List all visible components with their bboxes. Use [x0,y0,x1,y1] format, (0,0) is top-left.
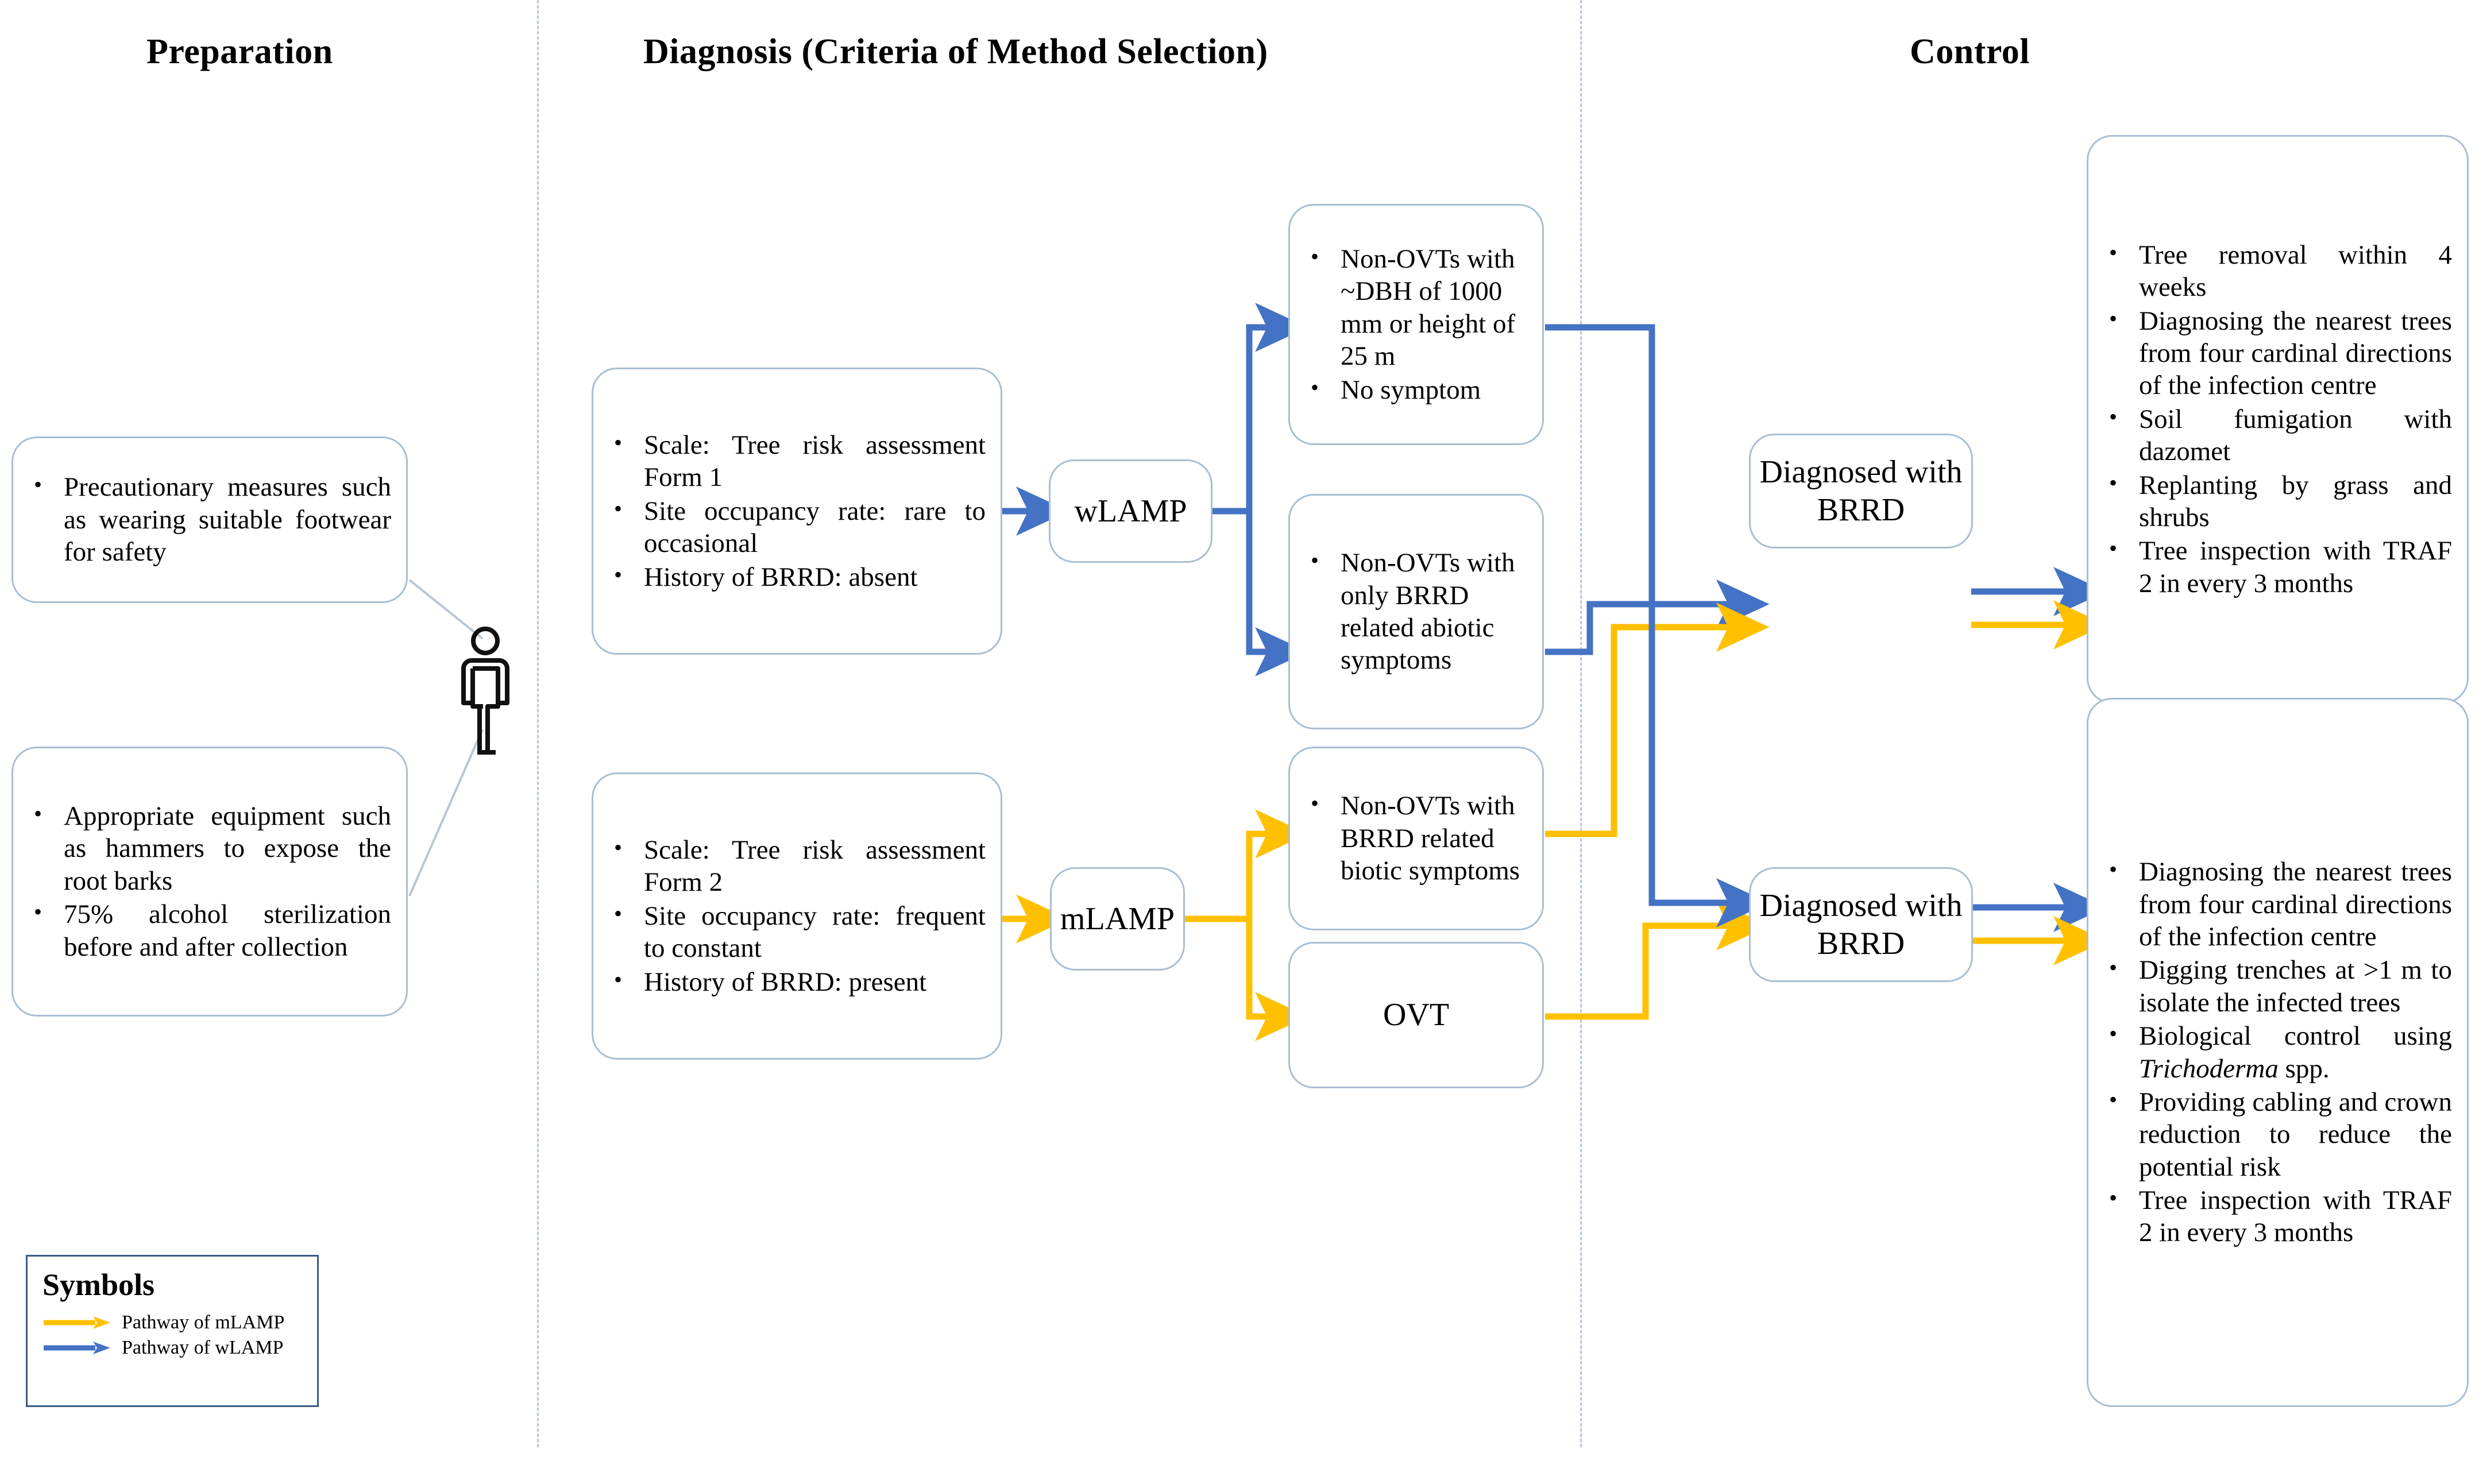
list-item: Digging trenches at >1 m to isolate the … [2106,953,2452,1019]
legend-wlamp: Pathway of wLAMP [43,1337,304,1359]
list-item: Appropriate equipment such as hammers to… [30,799,391,897]
divider-preparation-diagnosis [537,0,539,1447]
ovt-label: OVT [1383,997,1450,1033]
list-item: Scale: Tree risk assessment Form 2 [611,833,986,899]
list-item: Non-OVTs with only BRRD related abiotic … [1307,546,1527,677]
criteria-wlamp-box: Scale: Tree risk assessment Form 1 Site … [592,368,1002,655]
legend-box: Symbols Pathway of mLAMP Pathway of wLAM… [26,1255,319,1407]
wlamp-label: wLAMP [1074,493,1187,529]
equipment-box: Appropriate equipment such as hammers to… [11,747,408,1017]
list-item: Biological control using Trichoderma spp… [2106,1019,2452,1085]
list-item: Scale: Tree risk assessment Form 1 [611,428,986,494]
list-item: Diagnosing the nearest trees from four c… [2106,855,2452,953]
legend-wlamp-label: Pathway of wLAMP [122,1337,284,1358]
control-actions-lower-list: Diagnosing the nearest trees from four c… [2088,855,2467,1249]
non-ovt-biotic-list: Non-OVTs with BRRD related biotic sympto… [1290,789,1542,887]
list-item: Non-OVTs with ~DBH of 1000 mm or height … [1307,242,1527,373]
non-ovt-dbh-box: Non-OVTs with ~DBH of 1000 mm or height … [1288,204,1544,445]
list-item: Non-OVTs with BRRD related biotic sympto… [1307,789,1527,887]
list-item: Replanting by grass and shrubs [2106,468,2452,534]
diagnosed-upper-label: Diagnosed with BRRD [1759,454,1963,528]
legend-title: Symbols [43,1267,155,1302]
criteria-mlamp-list: Scale: Tree risk assessment Form 2 Site … [593,833,1001,998]
list-item: Tree inspection with TRAF 2 in every 3 m… [2106,1183,2452,1249]
list-item: Tree inspection with TRAF 2 in every 3 m… [2106,534,2452,600]
list-item: Site occupancy rate: frequent to constan… [611,899,986,965]
list-item: 75% alcohol sterilization before and aft… [30,897,391,963]
criteria-mlamp-box: Scale: Tree risk assessment Form 2 Site … [592,772,1002,1060]
legend-mlamp-label: Pathway of mLAMP [122,1312,285,1333]
criteria-wlamp-list: Scale: Tree risk assessment Form 1 Site … [593,428,1001,593]
list-item: Providing cabling and crown reduction to… [2106,1085,2452,1183]
mlamp-label: mLAMP [1060,901,1175,937]
control-actions-upper-list: Tree removal within 4 weeks Diagnosing t… [2088,238,2467,600]
control-actions-lower: Diagnosing the nearest trees from four c… [2087,698,2469,1407]
list-item: Diagnosing the nearest trees from four c… [2106,304,2452,402]
column-title-diagnosis: Diagnosis (Criteria of Method Selection) [643,32,1268,71]
list-item: History of BRRD: absent [611,560,986,593]
list-item: Site occupancy rate: rare to occasional [611,494,986,560]
list-item: No symptom [1307,373,1527,406]
diagnosed-lower-label: Diagnosed with BRRD [1759,887,1963,961]
diagnosed-brrd-upper: Diagnosed with BRRD [1749,434,1973,548]
arrow-right-icon [44,1316,110,1329]
column-title-control: Control [1910,32,2030,71]
list-item: Tree removal within 4 weeks [2106,238,2452,304]
non-ovt-dbh-list: Non-OVTs with ~DBH of 1000 mm or height … [1290,242,1542,406]
list-item: Soil fumigation with dazomet [2106,402,2452,468]
column-title-preparation: Preparation [146,32,333,71]
non-ovt-biotic-box: Non-OVTs with BRRD related biotic sympto… [1288,747,1544,930]
non-ovt-abiotic-list: Non-OVTs with only BRRD related abiotic … [1290,546,1542,677]
non-ovt-abiotic-box: Non-OVTs with only BRRD related abiotic … [1288,494,1544,729]
wlamp-box: wLAMP [1049,459,1212,563]
list-item: History of BRRD: present [611,965,986,998]
precaution-box: Precautionary measures such as wearing s… [11,436,408,603]
mlamp-box: mLAMP [1050,867,1185,971]
ovt-box: OVT [1288,942,1544,1088]
precaution-list: Precautionary measures such as wearing s… [13,470,406,568]
control-actions-upper: Tree removal within 4 weeks Diagnosing t… [2087,135,2469,704]
divider-diagnosis-control [1580,0,1582,1447]
list-item: Precautionary measures such as wearing s… [30,470,391,568]
diagnosed-brrd-lower: Diagnosed with BRRD [1749,867,1973,982]
arrow-right-icon [44,1342,110,1354]
legend-mlamp: Pathway of mLAMP [43,1312,304,1334]
equipment-list: Appropriate equipment such as hammers to… [13,799,406,963]
person-icon [461,627,509,755]
species-name: Trichoderma [2139,1053,2279,1084]
